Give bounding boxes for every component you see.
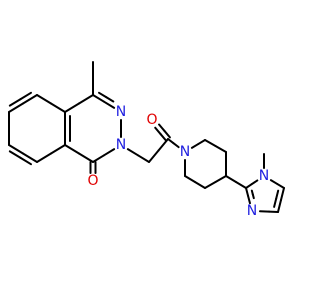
bond-in1-ic5-half-a: [269, 179, 279, 186]
nitrogen-atom-label-n2: N: [114, 137, 128, 153]
bond-c4-n3-line1-half-a: [92, 94, 105, 103]
bond-c4a-c4-half-a: [64, 102, 80, 113]
bond-c1-c8a-half-b: [64, 144, 80, 155]
nitrogen-atom-label-n2-backdrop: [114, 138, 128, 152]
bond-c4a-c4-half-b: [78, 94, 94, 105]
bond-co-o2-line1-half-b: [158, 123, 166, 132]
bond-p3-ic2-half-b: [235, 181, 247, 189]
bond-ch2-co-half-a: [148, 149, 160, 163]
nitrogen-atom-label-n3: N: [114, 104, 128, 120]
oxygen-atom-label-ketone: O: [86, 173, 100, 189]
oxygen-atom-label-ketone-text: O: [87, 173, 98, 189]
bond-in1-ic5-half-b: [276, 183, 285, 189]
nitrogen-atom-label-imidazole-n1-text: N: [259, 168, 269, 184]
bond-in3-ic2-line1-half-a: [246, 194, 251, 205]
bond-c7-c8-line1-half-b: [22, 152, 38, 163]
bond-in3-ic2-line1-half-b: [245, 187, 249, 197]
nitrogen-atom-label-imidazole-n1-backdrop: [257, 169, 271, 183]
bond-c1-c8a-half-a: [78, 152, 94, 163]
molecule-structure-diagram: N N O O N N N: [8, 61, 285, 219]
bond-co-o2-line2-half-a: [159, 133, 168, 142]
bond-p2-p3-half-b: [214, 175, 227, 183]
bond-p5-npip-half-a: [197, 139, 206, 145]
bond-ic5-ic4-line1-half-b: [277, 199, 282, 213]
bond-c7-c8-line2-half-a: [8, 150, 22, 159]
bond-ic2-in1-half-b: [250, 179, 259, 186]
bond-c4-n3-line2-half-b: [105, 96, 115, 103]
bond-layer: [8, 61, 285, 213]
bond-p2-p3-half-a: [204, 181, 217, 189]
bond-ic5-ic4-line1-half-a: [280, 187, 285, 201]
bond-p5-npip-half-b: [190, 142, 200, 149]
nitrogen-atom-label-piperidine: N: [178, 144, 192, 160]
nitrogen-atom-label-piperidine-backdrop: [178, 145, 192, 159]
bond-p3-ic2-half-a: [225, 175, 237, 183]
bond-c5-c6-line2-half-a: [19, 91, 32, 101]
bond-c4-n3-line2-half-a: [98, 91, 108, 99]
nitrogen-atom-label-imidazole-n3: N: [245, 203, 259, 219]
bond-c7-c8-line1-half-a: [8, 144, 24, 155]
bond-n2-ch2-half-b: [137, 154, 150, 163]
bond-p1-p2-half-b: [194, 181, 206, 189]
bond-co-o2-line2-half-b: [154, 126, 162, 136]
bond-co-npip-half-b: [172, 142, 180, 149]
oxygen-atom-label-amide: O: [145, 112, 159, 128]
bond-p4-p5-half-b: [204, 139, 217, 147]
bond-p4-p5-half-a: [214, 145, 227, 153]
bond-c8-c8a-half-a: [36, 152, 52, 163]
bond-c5-c6-line1-half-a: [22, 94, 38, 105]
nitrogen-atom-label-n2-text: N: [116, 137, 126, 153]
bond-n2-c1-half-b: [92, 154, 105, 163]
oxygen-atom-label-amide-backdrop: [145, 113, 159, 127]
bond-c4a-c5-half-b: [36, 94, 52, 105]
nitrogen-atom-label-imidazole-n1: N: [257, 168, 271, 184]
bond-co-npip-half-a: [167, 138, 175, 145]
bond-in3-ic2-line2-half-b: [250, 189, 254, 196]
bond-n2-ch2-half-a: [126, 148, 140, 157]
bond-c5-c6-line1-half-b: [8, 102, 24, 113]
nitrogen-atom-label-piperidine-text: N: [180, 144, 190, 160]
bond-c4a-c5-half-a: [50, 102, 66, 113]
bond-co-o2-line1-half-a: [163, 129, 171, 139]
nitrogen-atom-label-n3-text: N: [116, 104, 126, 120]
oxygen-atom-label-ketone-backdrop: [86, 174, 100, 188]
bond-p1-p2-half-a: [184, 175, 196, 183]
bond-n2-c1-half-a: [102, 148, 116, 157]
bond-c5-c6-line2-half-b: [8, 98, 22, 107]
nitrogen-atom-label-n3-backdrop: [114, 105, 128, 119]
bond-ic5-ic4-line2-half-b: [273, 197, 278, 208]
nitrogen-atom-label-imidazole-n3-text: N: [247, 203, 257, 219]
oxygen-atom-label-amide-text: O: [146, 112, 157, 128]
bond-ic5-ic4-line2-half-a: [275, 189, 280, 200]
bond-c4-n3-line1-half-b: [102, 100, 116, 109]
bond-ic2-in1-half-a: [245, 183, 253, 189]
nitrogen-atom-label-imidazole-n3-backdrop: [245, 204, 259, 218]
bond-c7-c8-line2-half-b: [19, 156, 32, 166]
bond-c8-c8a-half-b: [50, 144, 66, 155]
atom-label-layer: N N O O N N N: [86, 104, 271, 219]
